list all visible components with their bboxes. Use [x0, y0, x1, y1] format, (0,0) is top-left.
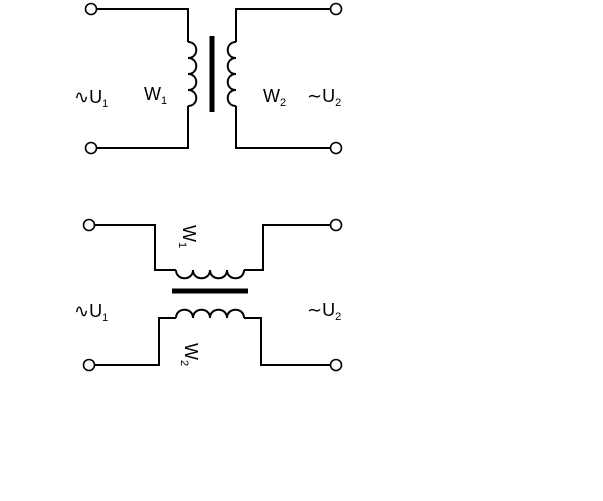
primary-coil — [187, 41, 198, 107]
output-terminal-bottom — [329, 141, 343, 155]
secondary-winding-label: W2 — [263, 86, 286, 109]
secondary-top-wire — [235, 8, 330, 42]
primary-bottom-wire — [97, 106, 189, 149]
output-voltage-label: ∼U2 — [307, 300, 341, 323]
secondary-bottom-wire — [235, 106, 330, 149]
secondary-coil — [226, 41, 237, 107]
output-voltage-label: ∼U2 — [307, 86, 341, 109]
primary-winding-label: W1 — [176, 225, 199, 248]
input-terminal-top — [84, 2, 98, 16]
horizontal-transformer: ∿U1 W1 W2 ∼U2 — [74, 218, 343, 372]
secondary-left-wire — [95, 317, 176, 366]
primary-top-wire — [97, 8, 189, 42]
input-voltage-label: ∿U1 — [74, 301, 108, 324]
secondary-right-wire — [244, 317, 330, 366]
secondary-coil — [175, 308, 245, 319]
output-terminal-top — [329, 218, 343, 232]
primary-winding-label: W1 — [144, 84, 167, 107]
primary-left-wire — [95, 224, 176, 271]
input-terminal-top — [82, 218, 96, 232]
primary-coil — [175, 269, 245, 280]
input-terminal-bottom — [84, 141, 98, 155]
secondary-winding-label: W2 — [178, 343, 201, 366]
input-voltage-label: ∿U1 — [74, 87, 108, 110]
output-terminal-top — [329, 2, 343, 16]
vertical-transformer: ∿U1 W1 W2 ∼U2 — [74, 2, 343, 155]
input-terminal-bottom — [82, 358, 96, 372]
primary-right-wire — [244, 224, 330, 271]
output-terminal-bottom — [329, 358, 343, 372]
